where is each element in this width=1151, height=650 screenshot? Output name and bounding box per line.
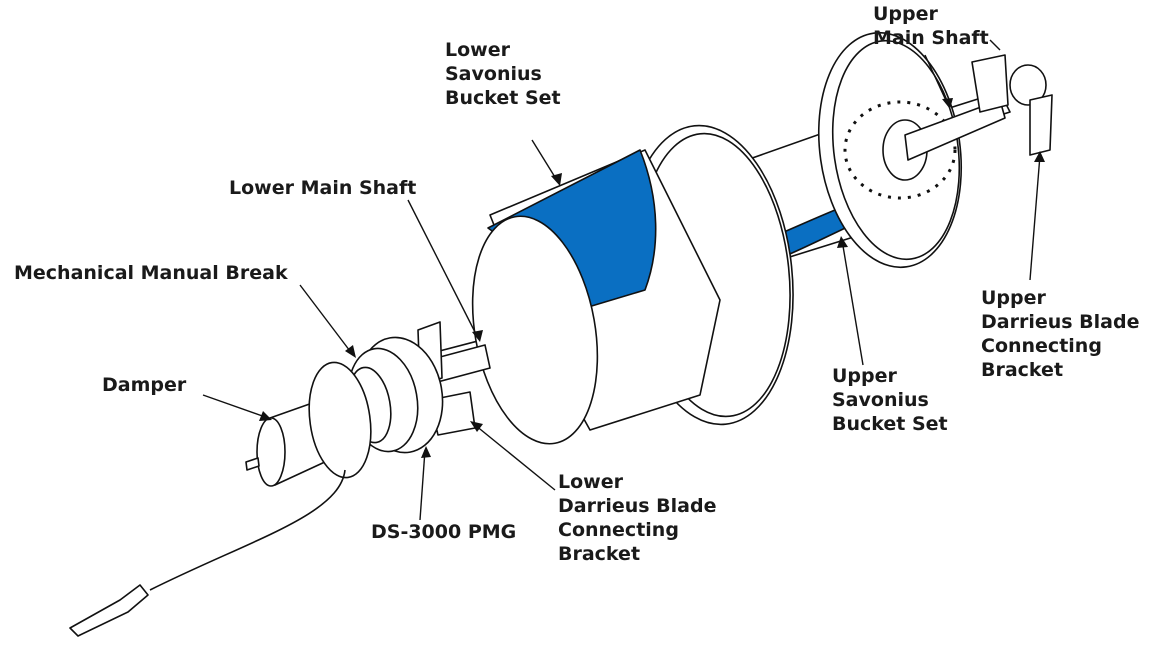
leader-upper-savonius <box>841 239 864 366</box>
arrow-damper <box>259 411 272 421</box>
label-line: Mechanical Manual Break <box>14 262 288 284</box>
upper-shaft-stub <box>904 99 1006 161</box>
label-line: Damper <box>102 374 187 396</box>
label-line: Lower <box>558 471 623 493</box>
label-line: Connecting <box>981 335 1102 357</box>
leader-upper-main-shaft-top <box>989 39 1001 51</box>
label-line: Upper <box>873 3 938 25</box>
arrow-upper-main-shaft <box>942 98 953 109</box>
arrow-lower-main-shaft <box>472 330 483 342</box>
label-line: Connecting <box>558 519 679 541</box>
leader-pmg <box>419 449 426 521</box>
leader-damper <box>202 394 269 419</box>
brake-handle <box>69 584 149 637</box>
label-line: Upper <box>832 365 897 387</box>
label-lower-main-shaft: Lower Main Shaft <box>229 176 416 200</box>
leader-upper-darrieus <box>1029 154 1041 281</box>
label-line: Savonius <box>445 63 542 85</box>
label-lower-savonius-bucket-set: Lower Savonius Bucket Set <box>445 38 561 110</box>
label-line: Bucket Set <box>445 87 561 109</box>
label-line: Lower Main Shaft <box>229 177 417 199</box>
label-upper-darrieus-blade-connecting-bracket: Upper Darrieus Blade Connecting Bracket <box>981 286 1140 382</box>
leader-lower-darrieus <box>474 424 556 491</box>
lower-disk <box>471 215 599 445</box>
arrow-mechanical-break <box>345 345 356 358</box>
label-line: Bucket Set <box>832 413 948 435</box>
upper-darrieus-bracket <box>971 54 1009 113</box>
arrow-lower-darrieus <box>470 421 483 432</box>
label-ds-3000-pmg: DS-3000 PMG <box>371 520 516 544</box>
label-damper: Damper <box>102 373 186 397</box>
damper-end <box>256 417 286 487</box>
label-line: DS-3000 PMG <box>371 521 517 543</box>
label-line: Lower <box>445 39 510 61</box>
label-line: Main Shaft <box>873 27 989 49</box>
damper-flange <box>308 361 372 479</box>
leader-lower-savonius <box>531 139 559 183</box>
label-mechanical-manual-break: Mechanical Manual Break <box>14 261 288 285</box>
label-line: Bracket <box>981 359 1064 381</box>
label-line: Savonius <box>832 389 929 411</box>
label-line: Darrieus Blade <box>558 495 717 517</box>
label-line: Upper <box>981 287 1046 309</box>
label-lower-darrieus-blade-connecting-bracket: Lower Darrieus Blade Connecting Bracket <box>558 470 717 566</box>
arrow-upper-savonius <box>837 236 848 248</box>
leader-lower-main-shaft <box>407 199 479 339</box>
upper-disk-rim <box>831 39 961 261</box>
arrow-pmg <box>421 446 431 458</box>
upper-bracket-hub <box>1009 64 1047 106</box>
leader-upper-main-shaft <box>924 54 949 106</box>
label-upper-savonius-bucket-set: Upper Savonius Bucket Set <box>832 364 948 436</box>
brake-cable <box>149 469 346 591</box>
label-upper-main-shaft: Upper Main Shaft <box>873 2 989 50</box>
damper-stud <box>245 457 260 471</box>
label-line: Darrieus Blade <box>981 311 1140 333</box>
label-line: Bracket <box>558 543 641 565</box>
arrow-lower-savonius <box>551 173 562 186</box>
upper-darrieus-bracket-plate <box>1029 94 1053 156</box>
arrow-upper-darrieus <box>1034 151 1045 162</box>
upper-disk-bolt-circle <box>843 100 957 200</box>
leader-mechanical-break <box>299 284 354 356</box>
